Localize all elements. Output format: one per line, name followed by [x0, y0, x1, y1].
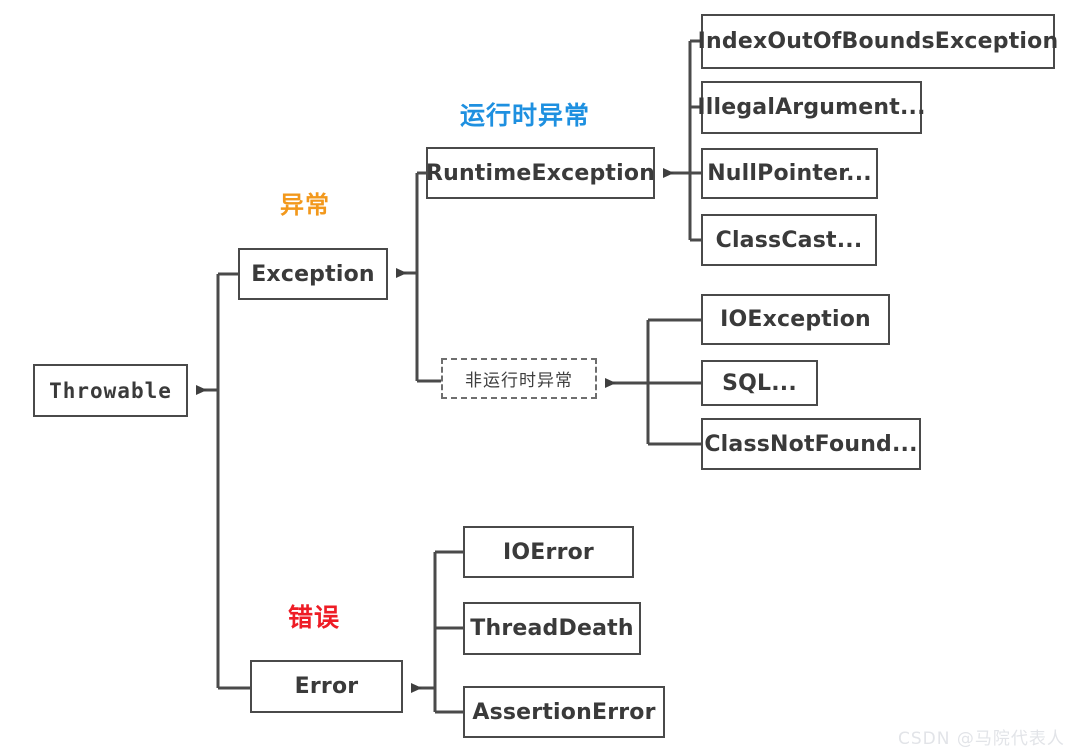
- node-throwable[interactable]: Throwable: [33, 364, 188, 417]
- node-thread-death-label: ThreadDeath: [470, 616, 634, 641]
- node-sql-exception-label: SQL...: [722, 370, 797, 396]
- node-thread-death[interactable]: ThreadDeath: [463, 602, 641, 655]
- node-index-out-of-bounds-exception[interactable]: IndexOutOfBoundsException: [698, 14, 1058, 69]
- node-assertion-error-label: AssertionError: [472, 699, 656, 725]
- node-illegal-argument-exception[interactable]: IllegalArgument...: [697, 81, 925, 134]
- node-class-not-found-exception-label: ClassNotFound...: [704, 431, 918, 457]
- node-index-out-of-bounds-exception-label: IndexOutOfBoundsException: [697, 29, 1059, 54]
- node-null-pointer-exception[interactable]: NullPointer...: [701, 148, 878, 199]
- node-non-runtime-exception[interactable]: 非运行时异常: [441, 358, 597, 399]
- node-non-runtime-exception-label: 非运行时异常: [465, 371, 573, 391]
- node-error-label: Error: [294, 674, 359, 699]
- node-exception-label: Exception: [251, 261, 375, 287]
- csdn-watermark: CSDN @马院代表人: [898, 729, 1065, 749]
- node-exception[interactable]: Exception: [238, 248, 388, 300]
- node-io-exception-label: IOException: [720, 307, 871, 332]
- node-error[interactable]: Error: [250, 660, 403, 713]
- node-io-error[interactable]: IOError: [463, 526, 634, 578]
- node-illegal-argument-exception-label: IllegalArgument...: [697, 95, 926, 120]
- node-class-not-found-exception[interactable]: ClassNotFound...: [701, 418, 921, 470]
- node-runtime-exception-label: RuntimeException: [425, 160, 656, 186]
- tag-error: 错误: [288, 603, 341, 632]
- node-assertion-error[interactable]: AssertionError: [463, 686, 665, 738]
- node-null-pointer-exception-label: NullPointer...: [707, 161, 872, 186]
- node-throwable-label: Throwable: [49, 378, 172, 403]
- node-class-cast-exception[interactable]: ClassCast...: [701, 214, 877, 266]
- node-runtime-exception[interactable]: RuntimeException: [426, 147, 655, 199]
- tag-runtime-exception: 运行时异常: [460, 101, 591, 130]
- tag-exception: 异常: [280, 191, 330, 219]
- node-io-exception[interactable]: IOException: [701, 294, 890, 345]
- node-sql-exception[interactable]: SQL...: [701, 360, 818, 406]
- node-class-cast-exception-label: ClassCast...: [715, 227, 863, 253]
- node-io-error-label: IOError: [503, 539, 594, 565]
